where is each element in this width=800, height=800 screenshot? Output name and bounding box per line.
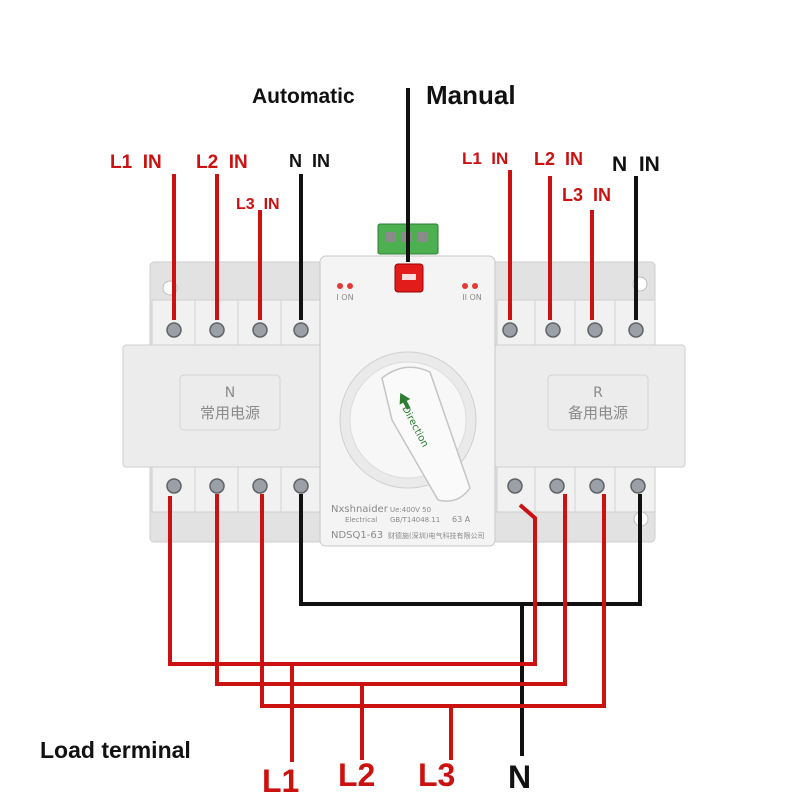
load-l1-label: L1 bbox=[262, 763, 299, 799]
right-input-wires bbox=[508, 170, 638, 320]
screw-icons-bottom bbox=[166, 478, 646, 494]
load-n-label: N bbox=[508, 759, 531, 795]
right-block-letter: R bbox=[593, 385, 603, 401]
load-terminal-title: Load terminal bbox=[40, 737, 191, 763]
maker-name: 财德施(深圳)电气科技有限公司 bbox=[388, 531, 484, 540]
load-l3-label: L3 bbox=[418, 757, 455, 793]
left-input-wires bbox=[172, 174, 303, 320]
left-block-text: 常用电源 bbox=[200, 404, 260, 422]
right-l3-in-label: L3 IN bbox=[562, 185, 611, 205]
left-n-in-label: N IN bbox=[289, 151, 330, 171]
phase-bridge-wires bbox=[168, 494, 606, 762]
rating-line1: Ue:400V 50 bbox=[390, 506, 431, 514]
rating-line2: GB/T14048.11 bbox=[390, 516, 440, 524]
right-l2-in-label: L2 IN bbox=[534, 149, 583, 169]
left-block-letter: N bbox=[225, 385, 235, 401]
left-l1-in-label: L1 IN bbox=[110, 152, 162, 173]
left-l3-in-label: L3 IN bbox=[236, 196, 280, 213]
indicator-led-3 bbox=[462, 283, 468, 289]
indicator-left-label: I ON bbox=[336, 293, 353, 302]
neutral-bridge-wire bbox=[299, 494, 642, 756]
model-number: NDSQ1-63 bbox=[331, 530, 383, 541]
brand-sub: Electrical bbox=[345, 516, 377, 524]
direction-arrow-icon bbox=[399, 392, 411, 410]
screw-icons-top bbox=[166, 322, 644, 338]
right-block-text: 备用电源 bbox=[568, 404, 628, 422]
rating-current: 63 A bbox=[452, 515, 471, 524]
manual-label: Manual bbox=[426, 80, 516, 110]
right-housing-panel bbox=[547, 374, 649, 431]
indicator-led-1 bbox=[337, 283, 343, 289]
right-l1-in-label: L1 IN bbox=[462, 149, 508, 168]
left-housing-panel bbox=[179, 374, 281, 431]
brand-name: Nxshnaider bbox=[331, 504, 389, 515]
indicator-led-4 bbox=[472, 283, 478, 289]
indicator-led-2 bbox=[347, 283, 353, 289]
right-n-in-label: N IN bbox=[612, 153, 660, 176]
top-terminals bbox=[151, 299, 656, 349]
left-l2-in-label: L2 IN bbox=[196, 152, 248, 173]
indicator-right-label: II ON bbox=[462, 293, 482, 302]
automatic-label: Automatic bbox=[252, 85, 355, 108]
load-l2-label: L2 bbox=[338, 757, 375, 793]
